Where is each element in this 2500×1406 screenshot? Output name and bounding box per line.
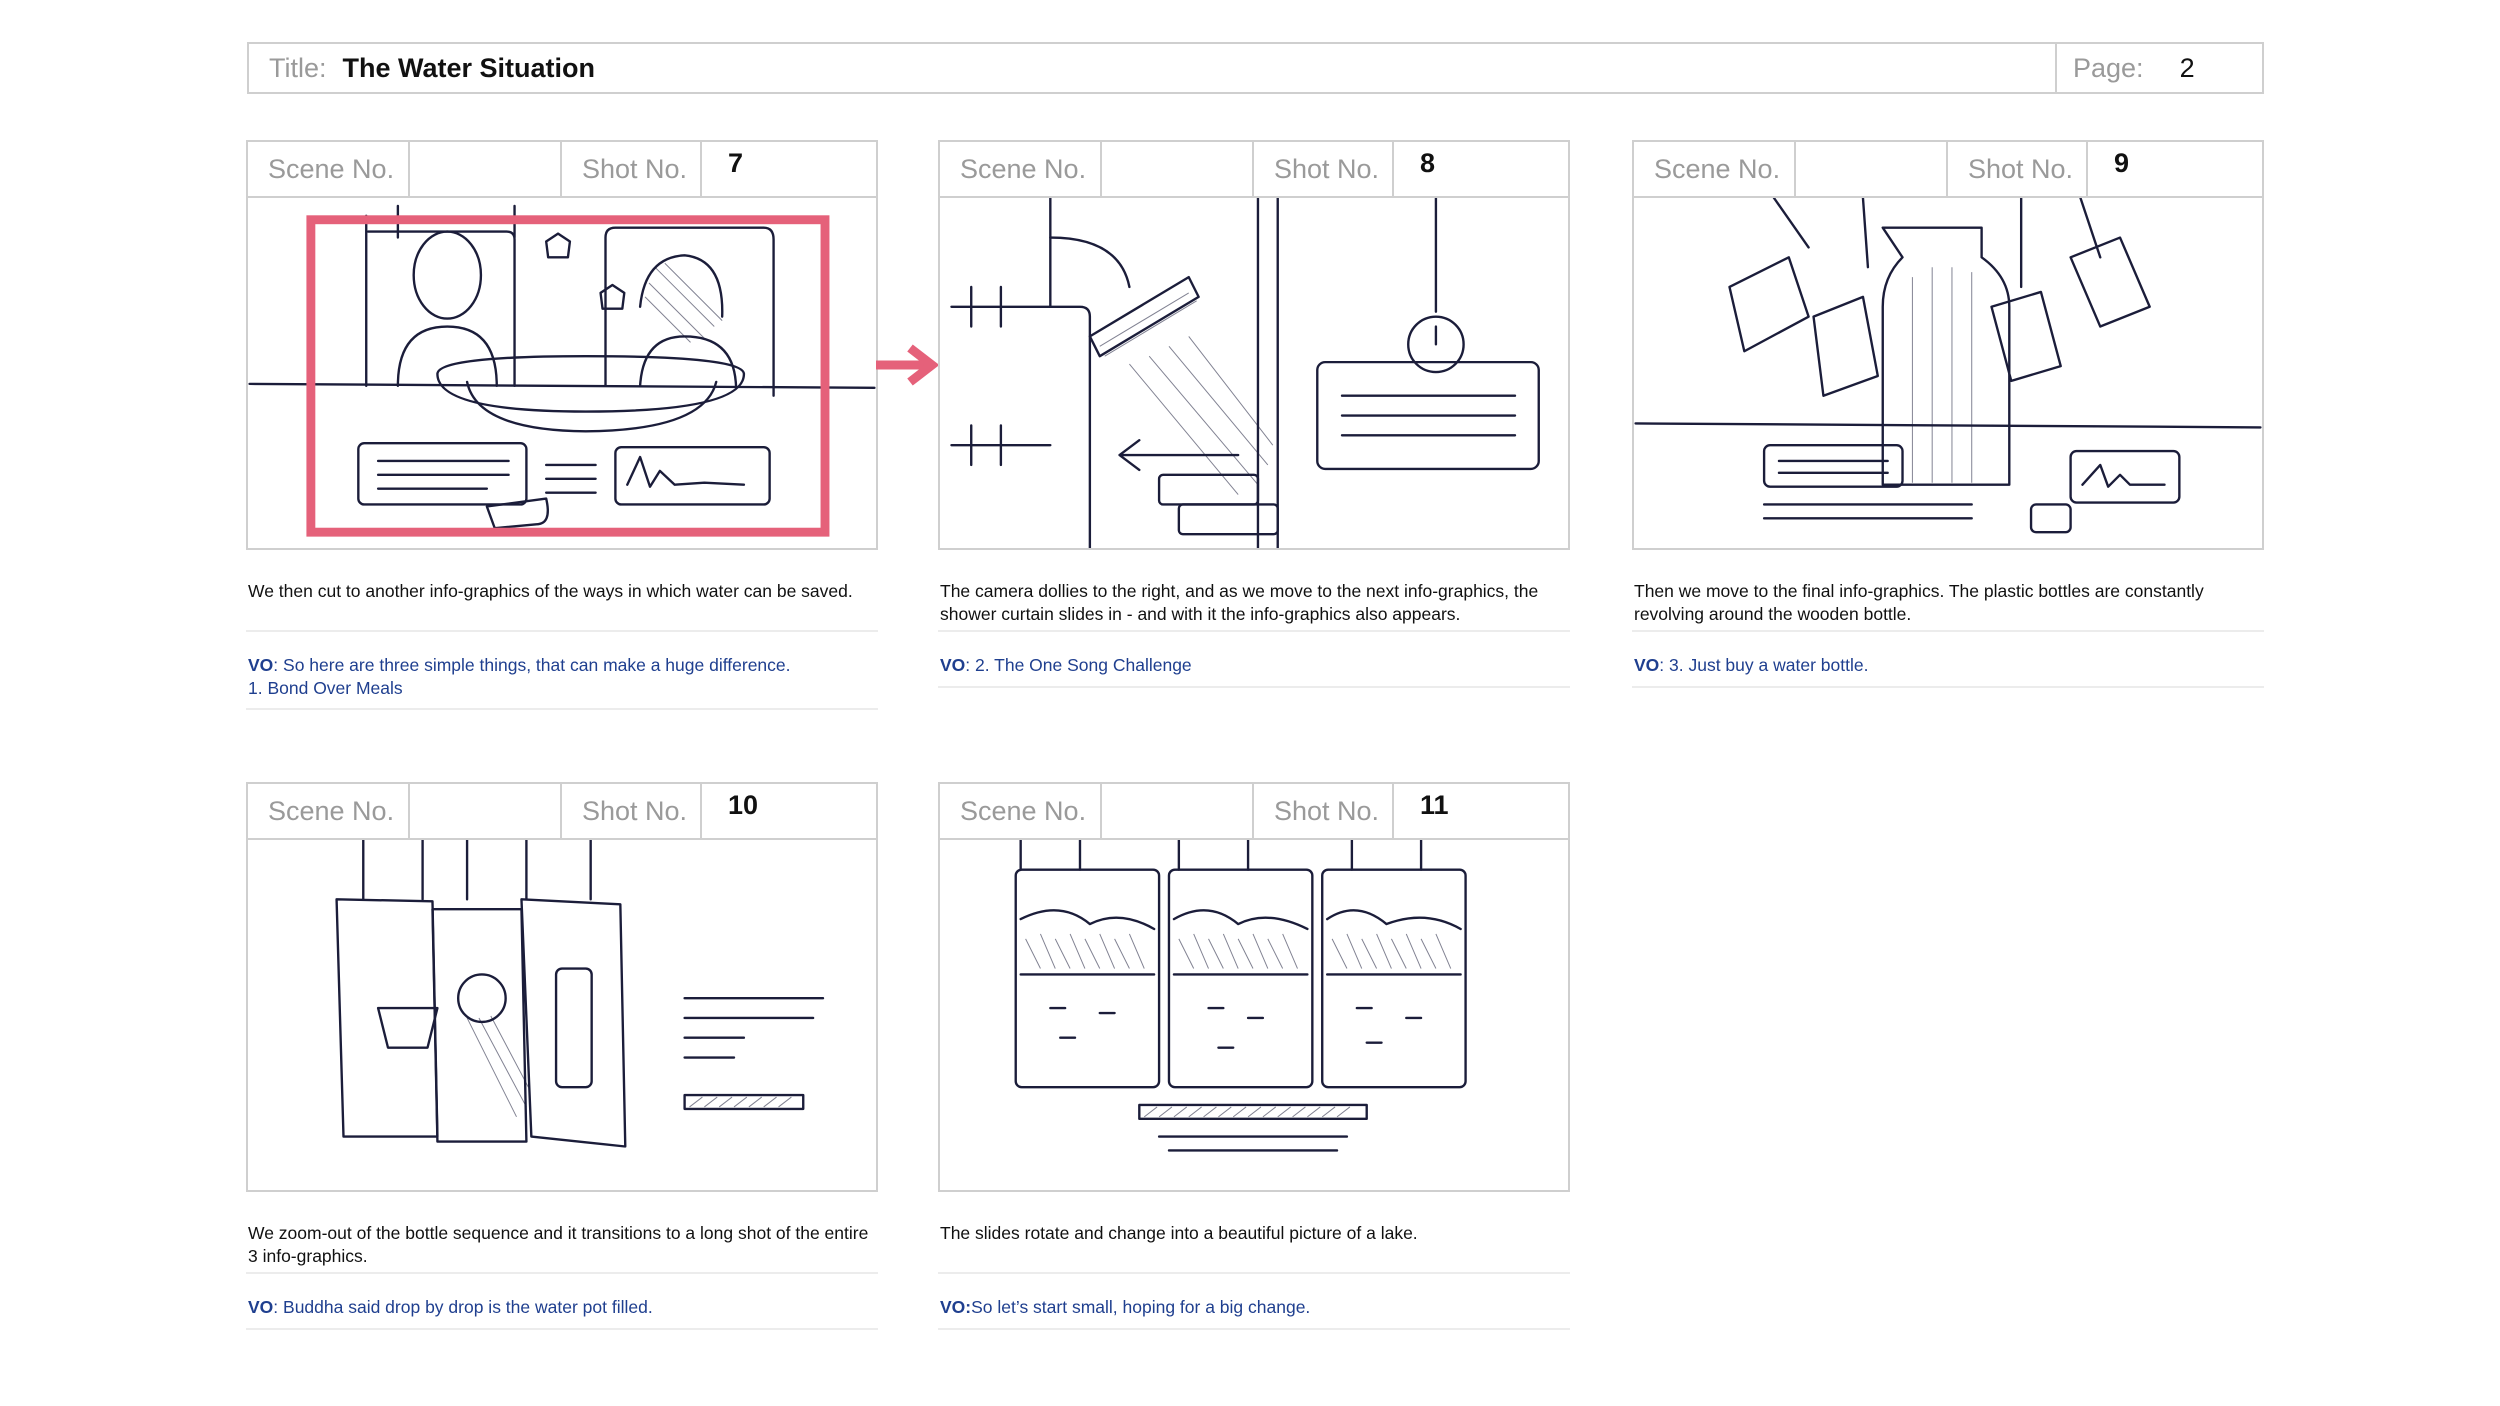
vo-text: : So here are three simple things, that …: [273, 655, 791, 675]
shot-description: The slides rotate and change into a beau…: [938, 1222, 1570, 1274]
voice-over: VO: So here are three simple things, tha…: [246, 654, 878, 710]
vo-text: : 3. Just buy a water bottle.: [1659, 655, 1869, 675]
shot-value[interactable]: 8: [1420, 148, 1436, 178]
scene-label: Scene No.: [268, 153, 395, 184]
vo-text: : Buddha said drop by drop is the water …: [273, 1297, 653, 1317]
voice-over: VO: 3. Just buy a water bottle.: [1632, 654, 2264, 688]
voice-over: VO: 2. The One Song Challenge: [938, 654, 1570, 688]
vo-prefix: VO: [1634, 655, 1660, 675]
vo-prefix: VO: [248, 1297, 274, 1317]
storyboard-panel: Scene No. Shot No. 8 The camera dollies …: [938, 140, 1570, 688]
storyboard-header: Title: The Water Situation Page: 2: [247, 42, 2264, 94]
sketch-frame: [1632, 196, 2264, 550]
voice-over: VO:So let’s start small, hoping for a bi…: [938, 1296, 1570, 1330]
shot-label: Shot No.: [1274, 795, 1380, 826]
page-value[interactable]: 2: [2179, 52, 2195, 83]
vo-text-line2: 1. Bond Over Meals: [248, 678, 403, 698]
sketch-frame: [938, 838, 1570, 1192]
vo-prefix: VO: [248, 655, 274, 675]
panel-info-bar: Scene No. Shot No. 9: [1632, 140, 2264, 196]
panel-info-bar: Scene No. Shot No. 7: [246, 140, 878, 196]
header-divider: [2055, 44, 2057, 92]
sketch-frame: [246, 196, 878, 550]
shot-label: Shot No.: [1274, 153, 1380, 184]
sketch-frame: [938, 196, 1570, 550]
page-field: Page: 2: [2073, 44, 2195, 92]
transition-arrow-icon: [876, 344, 940, 386]
shot-description: We then cut to another info-graphics of …: [246, 580, 878, 632]
voice-over: VO: Buddha said drop by drop is the wate…: [246, 1296, 878, 1330]
sketch-lake-slides: [1014, 840, 1467, 1152]
shot-label: Shot No.: [582, 153, 688, 184]
storyboard-panel: Scene No. Shot No. 7 We then cut: [246, 140, 878, 710]
panel-info-bar: Scene No. Shot No. 11: [938, 782, 1570, 838]
shot-value[interactable]: 11: [1420, 790, 1449, 820]
shot-description: The camera dollies to the right, and as …: [938, 580, 1570, 632]
scene-label: Scene No.: [960, 795, 1087, 826]
vo-prefix: VO: [940, 655, 966, 675]
scene-label: Scene No.: [268, 795, 395, 826]
sketch-frame: [246, 838, 878, 1192]
scene-label: Scene No.: [960, 153, 1087, 184]
shot-label: Shot No.: [1968, 153, 2074, 184]
title-value[interactable]: The Water Situation: [342, 52, 596, 83]
panel-info-bar: Scene No. Shot No. 8: [938, 140, 1570, 196]
scene-label: Scene No.: [1654, 153, 1781, 184]
page-label: Page:: [2073, 52, 2144, 83]
shot-value[interactable]: 7: [728, 148, 744, 178]
vo-prefix: VO:: [940, 1297, 972, 1317]
sketch-bottles: [1634, 198, 2262, 534]
sketch-three-cards: [335, 840, 825, 1148]
storyboard-panel: Scene No. Shot No. 9 Then we move to the…: [1632, 140, 2264, 688]
shot-value[interactable]: 10: [728, 790, 759, 820]
vo-text: : 2. The One Song Challenge: [965, 655, 1192, 675]
shot-label: Shot No.: [582, 795, 688, 826]
sketch-shower: [950, 198, 1540, 548]
title-label: Title:: [269, 52, 327, 83]
shot-value[interactable]: 9: [2114, 148, 2130, 178]
shot-description: Then we move to the final info-graphics.…: [1632, 580, 2264, 632]
shot-description: We zoom-out of the bottle sequence and i…: [246, 1222, 878, 1274]
sketch-dinner-table: [248, 204, 876, 537]
title-field: Title: The Water Situation: [269, 44, 595, 92]
storyboard-panel: Scene No. Shot No. 11 The slides rotate …: [938, 782, 1570, 1330]
storyboard-panel: Scene No. Shot No. 10 We zoom-out of the…: [246, 782, 878, 1330]
panel-info-bar: Scene No. Shot No. 10: [246, 782, 878, 838]
vo-text: So let’s start small, hoping for a big c…: [971, 1297, 1311, 1317]
